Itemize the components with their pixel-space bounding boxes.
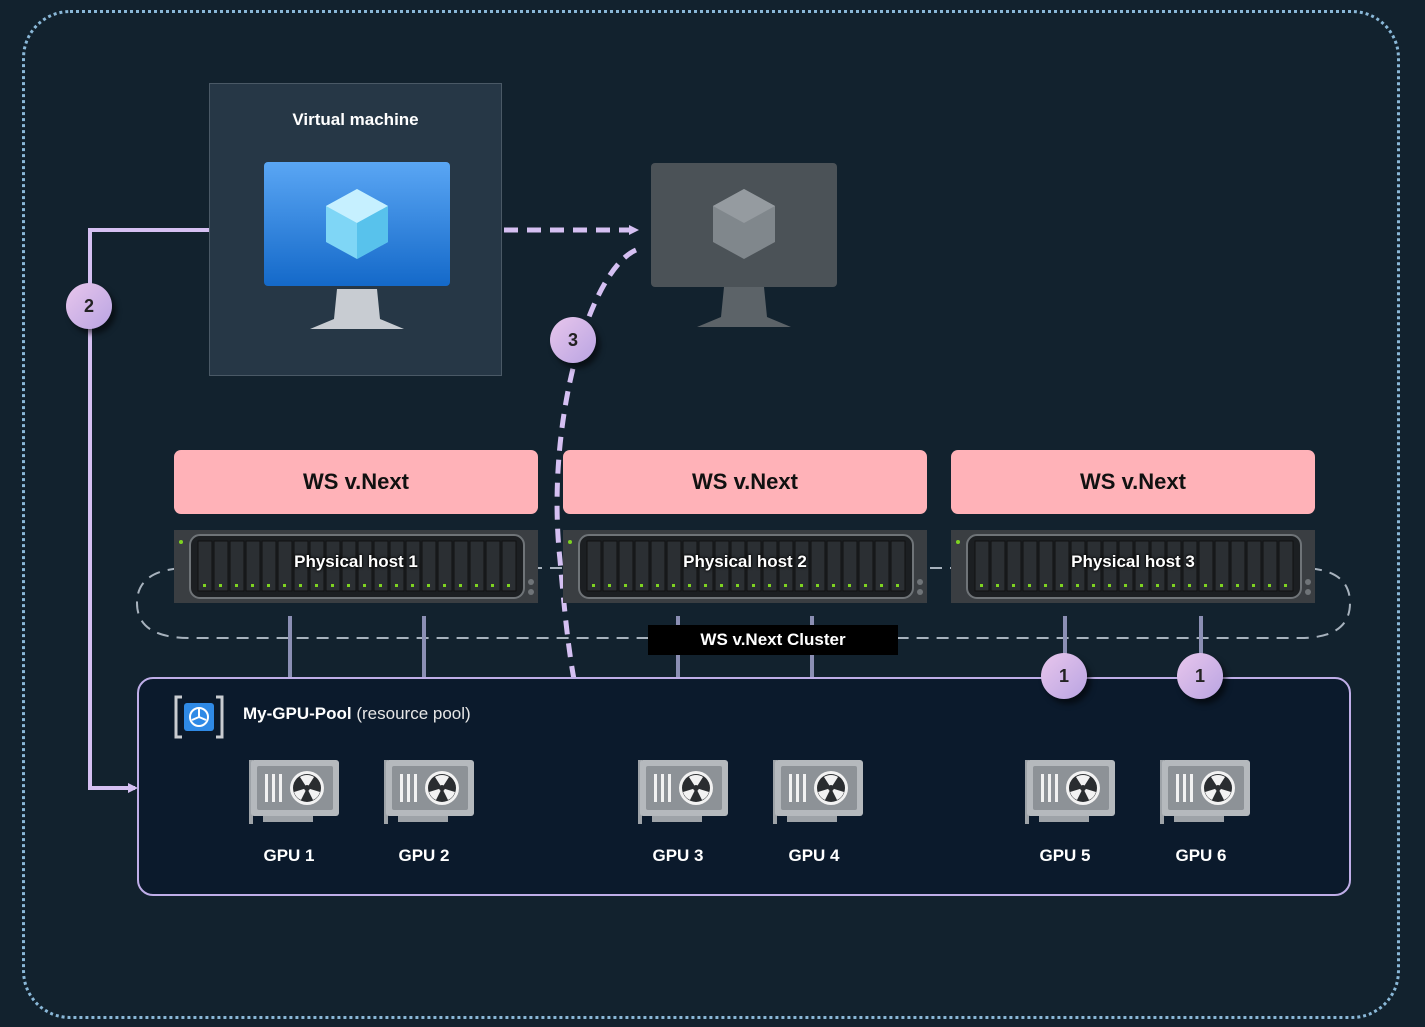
vm-panel[interactable]: Virtual machine: [209, 83, 502, 376]
gpu-card-icon[interactable]: [638, 754, 730, 826]
pool-name: My-GPU-Pool: [243, 704, 352, 723]
gpu-card-icon[interactable]: [384, 754, 476, 826]
gpu-label-5: GPU 5: [1039, 846, 1091, 865]
gpu-card-icon[interactable]: [773, 754, 865, 826]
server-rack-icon: [174, 530, 538, 603]
pool-suffix: (resource pool): [356, 704, 471, 723]
host-label: Physical host 2: [683, 552, 807, 571]
gpu-label-4: GPU 4: [788, 846, 840, 865]
cluster-outline: [135, 567, 1352, 639]
host-label: Physical host 3: [1071, 552, 1195, 571]
physical-host-1[interactable]: Physical host 1: [174, 530, 538, 603]
ws-header-1: WS v.Next: [174, 450, 538, 514]
cluster-label: WS v.Next Cluster: [648, 625, 898, 655]
step-badge-3: 3: [550, 317, 596, 363]
vm-title: Virtual machine: [292, 110, 419, 129]
physical-host-2[interactable]: Physical host 2: [563, 530, 927, 603]
attach-path: [88, 228, 209, 793]
pool-label: My-GPU-Pool (resource pool): [243, 704, 471, 724]
host-label: Physical host 1: [294, 552, 418, 571]
server-rack-icon: [951, 530, 1315, 603]
gpu-resource-pool[interactable]: [137, 677, 1351, 896]
vm-monitor-icon: [264, 162, 450, 329]
gpu-label-3: GPU 3: [652, 846, 704, 865]
gpu-card-icon[interactable]: [249, 754, 341, 826]
step-badge-1b: 1: [1177, 653, 1223, 699]
gpu-label-1: GPU 1: [263, 846, 315, 865]
server-rack-icon: [563, 530, 927, 603]
resource-pool-icon: [174, 695, 224, 739]
step-badge-1a: 1: [1041, 653, 1087, 699]
gpu-label-2: GPU 2: [398, 846, 450, 865]
ws-header-2: WS v.Next: [563, 450, 927, 514]
vm-ghost-monitor-icon: [651, 163, 837, 327]
ws-header-3: WS v.Next: [951, 450, 1315, 514]
step-badge-2: 2: [66, 283, 112, 329]
gpu-label-6: GPU 6: [1175, 846, 1227, 865]
gpu-card-icon[interactable]: [1025, 754, 1117, 826]
physical-host-3[interactable]: Physical host 3: [951, 530, 1315, 603]
outer-boundary: [22, 10, 1400, 1019]
gpu-card-icon[interactable]: [1160, 754, 1252, 826]
